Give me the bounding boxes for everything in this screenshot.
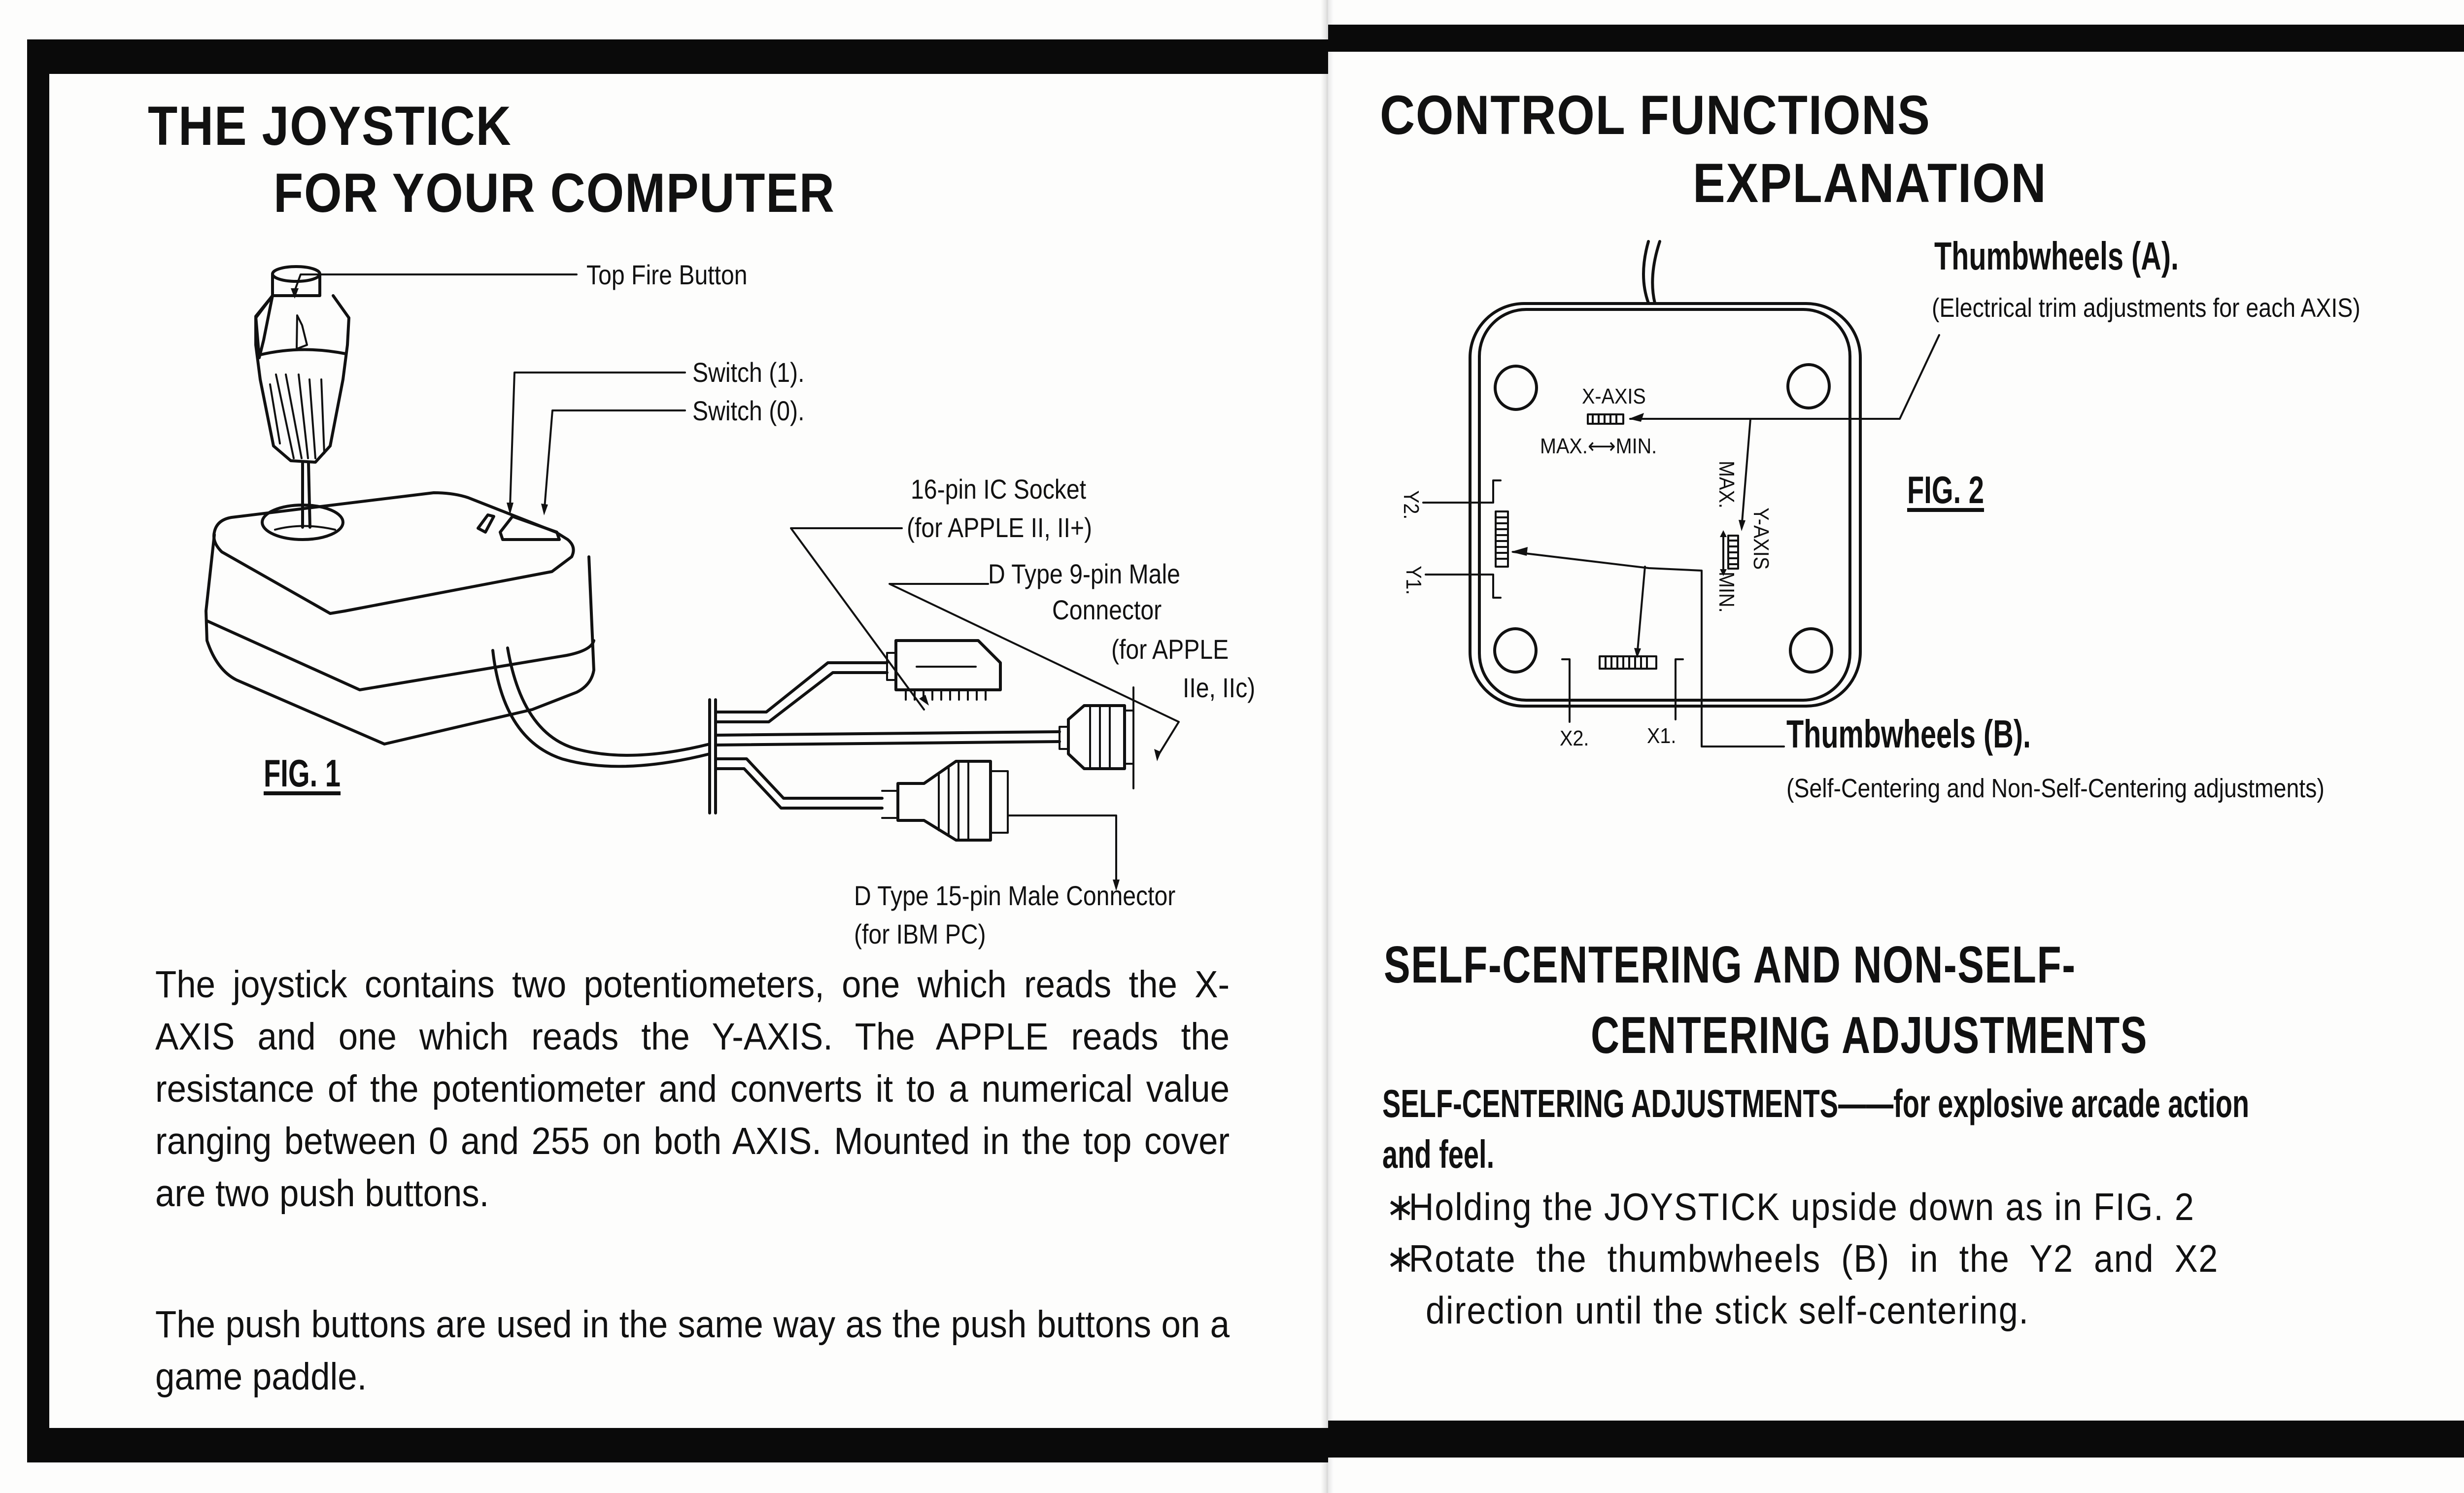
label-dtype15-2: (for IBM PC) (854, 918, 986, 950)
thumbwheels-b-description: (Self-Centering and Non-Self-Centering a… (1786, 774, 2325, 803)
right-frame-bottom (1328, 1421, 2464, 1458)
paragraph-1-text: The joystick contains two potentiometers… (155, 963, 1230, 1215)
foot-tr (1786, 363, 1831, 409)
adjustments-lead-bold: SELF-CENTERING ADJUSTMENTS (1382, 1082, 1839, 1125)
page-title-line2: FOR YOUR COMPUTER (274, 162, 835, 224)
label-dtype15-1: D Type 15-pin Male Connector (854, 880, 1176, 911)
base-side (205, 533, 595, 746)
label-dtype9-1: D Type 9-pin Male (988, 558, 1180, 589)
label-switch-1: Switch (1). (692, 357, 805, 388)
bullet-text: Holding the JOYSTICK upside down as in F… (1408, 1185, 2195, 1228)
label-y-axis: Y-AXIS (1749, 508, 1773, 570)
label-dtype9-3: (for APPLE (1111, 634, 1229, 665)
page-fold (1321, 0, 1334, 1493)
label-ic-socket-2: (for APPLE II, II+) (907, 512, 1093, 543)
label-x2: X2. (1560, 726, 1589, 750)
page-title-line1: THE JOYSTICK (148, 95, 512, 157)
fig1-label: FIG. 1 (264, 751, 341, 795)
right-frame-top (1328, 25, 2464, 52)
y-thumbwheel-b (1495, 510, 1509, 568)
label-y1: Y1. (1402, 566, 1426, 595)
right-title-line1: CONTROL FUNCTIONS (1380, 84, 1931, 146)
foot-bl (1493, 627, 1538, 674)
ic-socket (894, 639, 1002, 691)
fig1-joystick-drawing (205, 265, 1180, 891)
left-frame-top (27, 39, 1328, 74)
leader-top-fire (294, 273, 578, 292)
label-top-fire-button: Top Fire Button (586, 259, 748, 290)
base-inner (1478, 308, 1851, 702)
bullet-marker: ∗ (1386, 1237, 1415, 1280)
base-outer (1469, 302, 1862, 708)
foot-br (1789, 627, 1833, 674)
thumbwheels-a-description: (Electrical trim adjustments for each AX… (1932, 293, 2361, 323)
right-title-line2: EXPLANATION (1693, 152, 2047, 214)
body-paragraph-1: The joystick contains two potentiometers… (155, 958, 1230, 1220)
label-dtype9-2: Connector (1052, 594, 1162, 625)
label-dtype9-4: IIe, IIc) (1183, 672, 1256, 703)
switch-1 (477, 513, 495, 534)
base-top (212, 491, 575, 615)
foot-tl (1494, 365, 1538, 411)
fig2-joystick-underside (1422, 240, 1940, 747)
adjustments-lead-line2: and feel. (1382, 1132, 1495, 1176)
left-frame-bottom (27, 1428, 1328, 1462)
bullet-continuation: direction until the stick self-centering… (1426, 1289, 2029, 1332)
label-x-axis: X-AXIS (1582, 384, 1646, 408)
dtype9-connector (1067, 704, 1126, 770)
label-switch-0: Switch (0). (692, 395, 805, 426)
switch-0 (499, 515, 561, 541)
left-frame-left (27, 39, 49, 1462)
bullet-item: ∗Rotate the thumbwheels (B) in the Y2 an… (1386, 1239, 2219, 1278)
section-title-line1: SELF-CENTERING AND NON-SELF- (1384, 936, 2076, 994)
label-x-range: MAX.⟷MIN. (1540, 434, 1657, 458)
bullet-marker: ∗ (1386, 1185, 1415, 1228)
section-title-line2: CENTERING ADJUSTMENTS (1591, 1006, 2148, 1064)
fig2-label: FIG. 2 (1907, 468, 1985, 511)
label-ic-socket-1: 16-pin IC Socket (911, 474, 1087, 505)
label-y2: Y2. (1399, 490, 1423, 520)
thumbwheels-b-heading: Thumbwheels (B). (1786, 712, 2031, 756)
label-x1: X1. (1647, 724, 1677, 748)
label-y-min: MIN. (1714, 572, 1739, 613)
paragraph-2-text: The push buttons are used in the same wa… (155, 1303, 1230, 1398)
adjustments-lead-rest: ——for explosive arcade action (1838, 1082, 2250, 1125)
cable (491, 646, 711, 768)
dtype15-connector (896, 760, 992, 842)
body-paragraph-2: The push buttons are used in the same wa… (155, 1298, 1230, 1403)
x-thumbwheel-b (1599, 655, 1657, 670)
bullet-text: Rotate the thumbwheels (B) in the Y2 and… (1408, 1237, 2219, 1280)
label-y-max: MAX. (1714, 461, 1739, 509)
thumbwheels-a-heading: Thumbwheels (A). (1934, 234, 2179, 278)
adjustments-lead: SELF-CENTERING ADJUSTMENTS——for explosiv… (1382, 1084, 2249, 1123)
arrow-top-fire (291, 288, 299, 299)
bullet-item: ∗Holding the JOYSTICK upside down as in … (1386, 1188, 2195, 1226)
